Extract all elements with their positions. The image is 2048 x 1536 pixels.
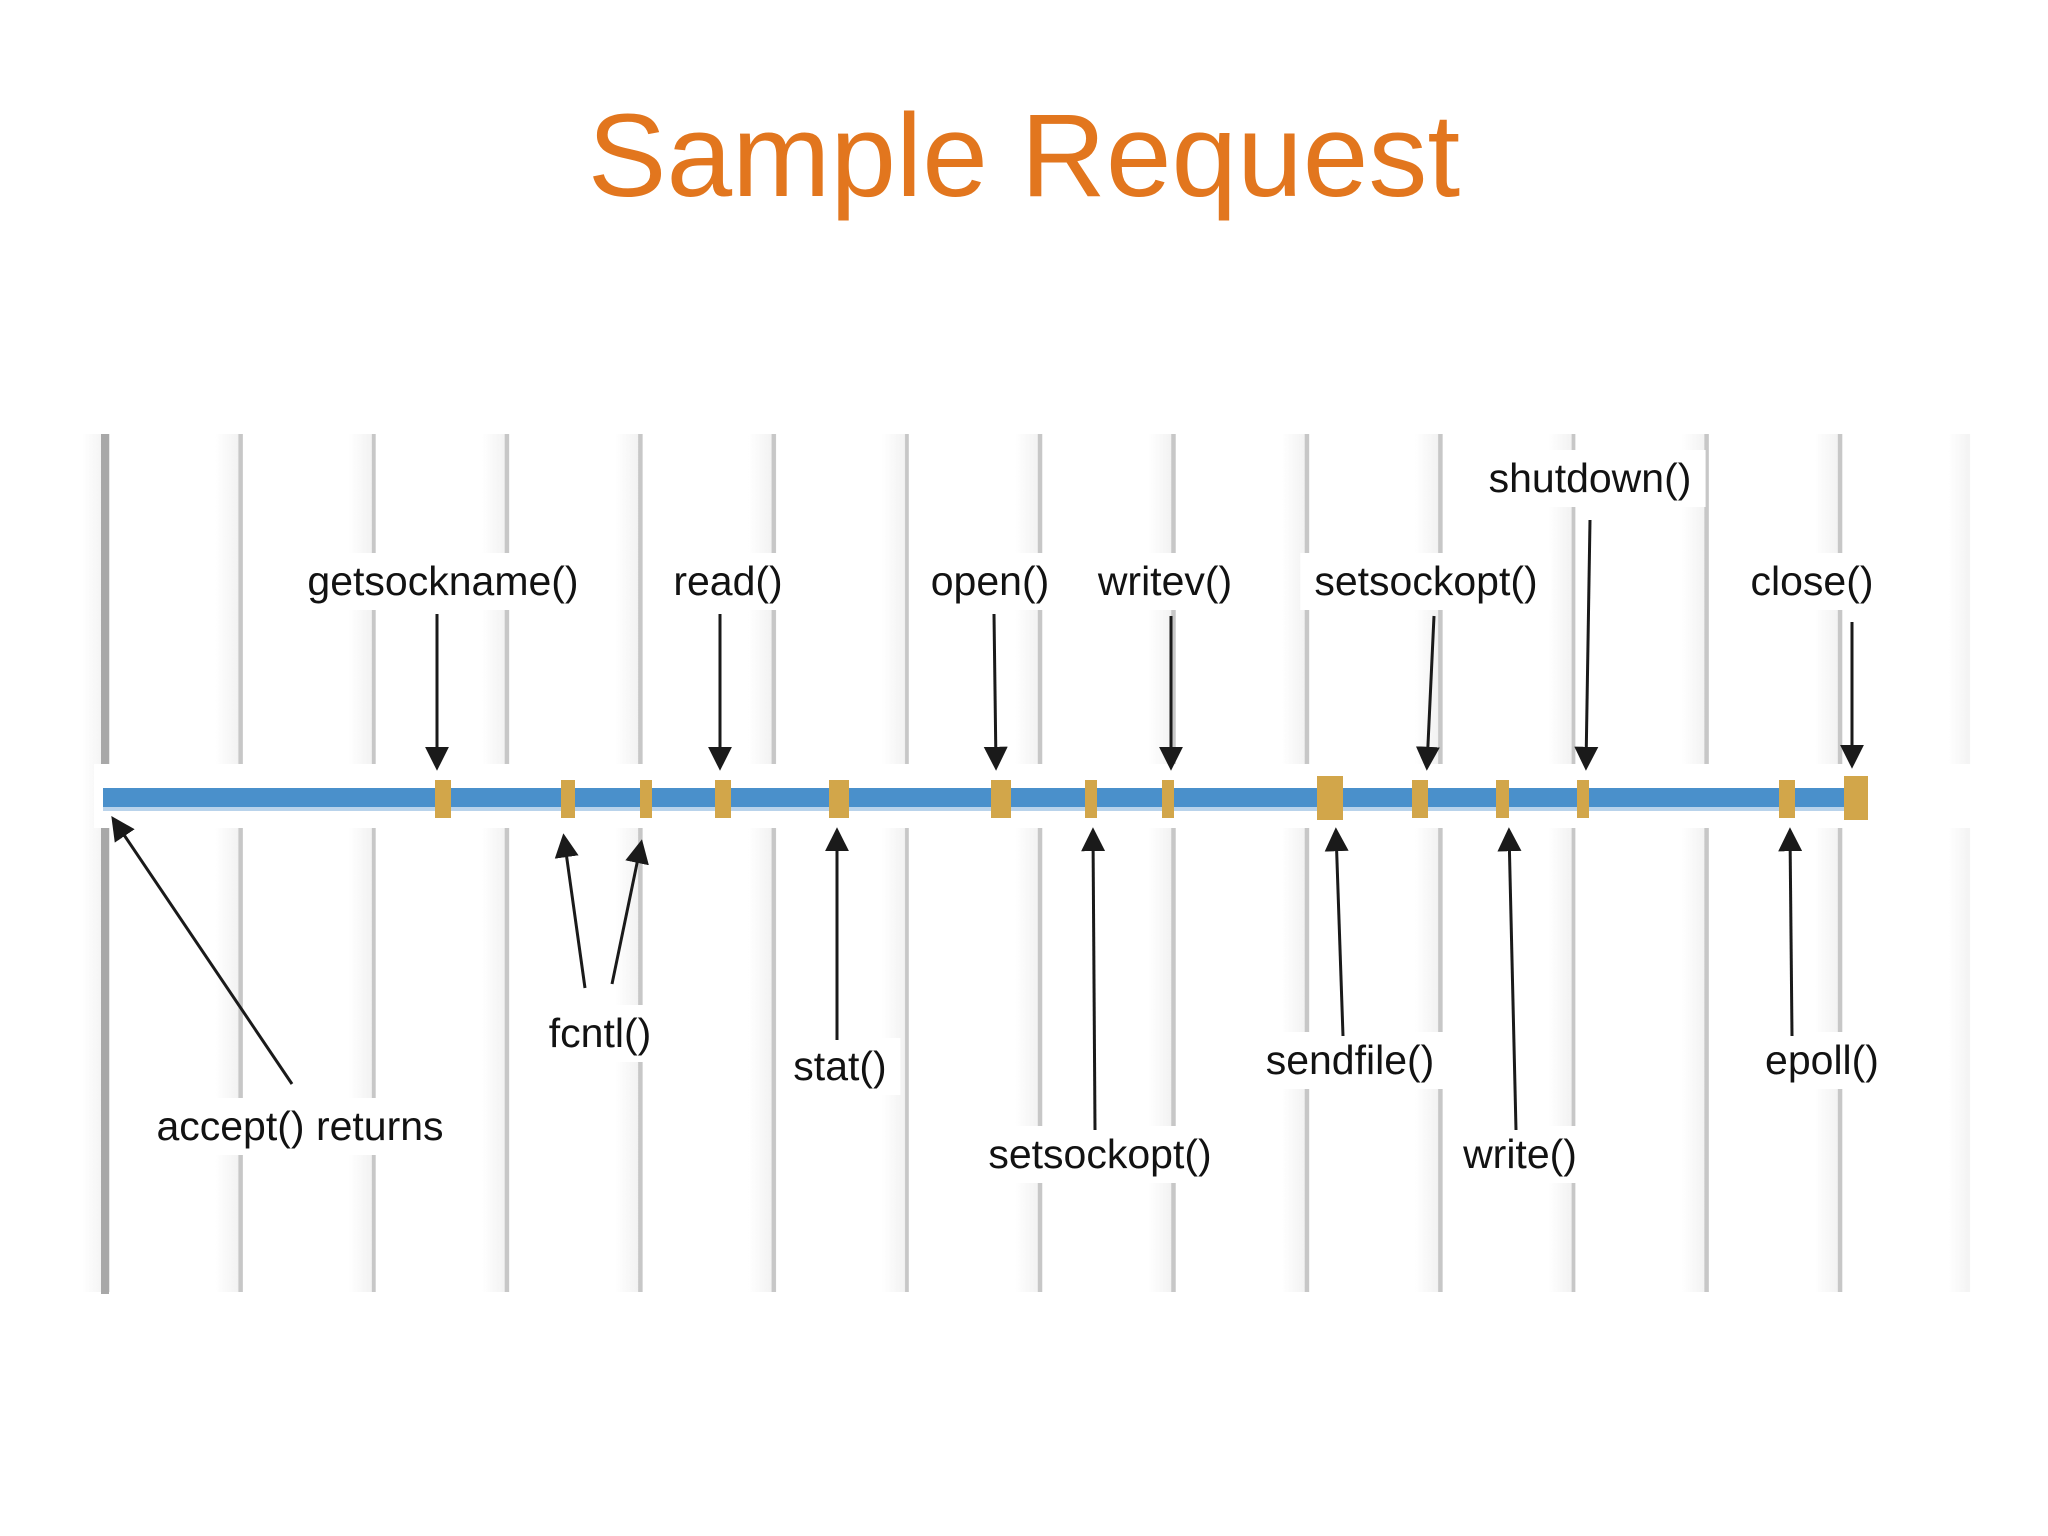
- arrow-sendfile: [1324, 827, 1349, 1037]
- label-write: write(): [1449, 1126, 1591, 1184]
- label-getsockname: getsockname(): [293, 553, 593, 611]
- arrow-open: [983, 613, 1008, 771]
- marker-fcntl-2: [640, 780, 652, 818]
- arrow-fcntl-2: [610, 839, 649, 985]
- marker-shutdown: [1577, 780, 1589, 818]
- label-epoll: epoll(): [1751, 1032, 1893, 1090]
- marker-setsockopt-2: [1085, 780, 1097, 818]
- marker-close: [1844, 776, 1868, 820]
- label-setsockopt-2: setsockopt(): [974, 1126, 1226, 1184]
- marker-epoll: [1779, 780, 1795, 818]
- marker-setsockopt: [1412, 780, 1428, 818]
- marker-writev: [1162, 780, 1174, 818]
- arrow-shutdown: [1574, 519, 1599, 771]
- marker-stat: [829, 780, 849, 818]
- marker-open: [991, 780, 1011, 818]
- label-sendfile: sendfile(): [1251, 1032, 1449, 1090]
- marker-read: [715, 780, 731, 818]
- label-setsockopt: setsockopt(): [1300, 553, 1552, 611]
- arrow-setsockopt: [1415, 615, 1440, 771]
- axis-line: [101, 434, 109, 1294]
- arrow-epoll: [1778, 827, 1803, 1037]
- arrow-setsockopt-2: [1081, 827, 1106, 1131]
- marker-getsockname: [435, 780, 451, 818]
- label-shutdown: shutdown(): [1474, 450, 1706, 508]
- label-close: close(): [1736, 553, 1888, 611]
- label-open: open(): [916, 553, 1064, 611]
- slide-title: Sample Request: [587, 90, 1461, 222]
- arrow-fcntl-1: [554, 833, 587, 989]
- label-writev: writev(): [1083, 553, 1247, 611]
- arrow-write: [1497, 827, 1522, 1131]
- label-stat: stat(): [779, 1038, 901, 1096]
- marker-write: [1496, 780, 1509, 818]
- marker-fcntl-1: [561, 780, 575, 818]
- label-accept: accept() returns: [142, 1098, 458, 1156]
- label-read: read(): [659, 553, 797, 611]
- label-fcntl: fcntl(): [534, 1005, 666, 1063]
- marker-sendfile: [1317, 776, 1343, 820]
- arrow-accept: [111, 816, 294, 1085]
